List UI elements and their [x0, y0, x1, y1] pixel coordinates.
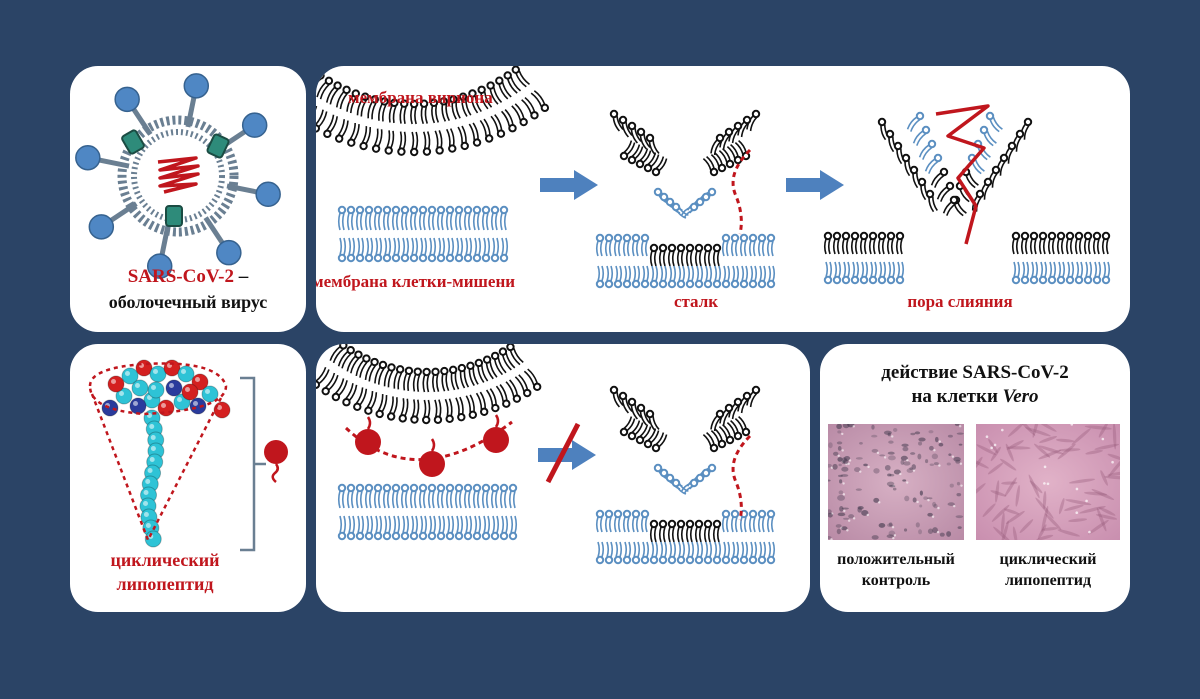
bound-lipopeptides: [355, 414, 509, 477]
virus-envelope: [117, 115, 239, 237]
fusion-diagram: [316, 66, 1111, 289]
fusion-peptide-line: [935, 104, 990, 245]
caption-treated-line2: липопептид: [1004, 572, 1092, 589]
membrane-proteins: [121, 129, 230, 227]
fusion-membranes: [316, 66, 1111, 289]
positive-control-photo: [828, 424, 964, 540]
caption-positive-line1: положительный: [837, 551, 955, 568]
fusion-panel: мембрана вириона мембрана клетки-мишени …: [316, 66, 1130, 332]
virus-title-dash: –: [234, 266, 249, 287]
grouping-bracket: [240, 376, 256, 552]
lipopeptide-label-line1: циклический: [110, 550, 220, 570]
lipopeptide-illustration: [88, 359, 288, 552]
lipopeptide-panel: циклический липопептид: [70, 344, 306, 612]
healthy-cell-monolayer: [976, 424, 1120, 540]
virus-panel: SARS-CoV-2 – оболочечный вирус: [70, 66, 306, 332]
fusion-pore-label: пора слияния: [907, 292, 1013, 311]
target-membrane-label: мембрана клетки-мишени: [316, 272, 516, 291]
lipopeptide-symbol-head: [264, 440, 288, 464]
vero-title-prefix: на клетки: [911, 386, 1003, 407]
caption-positive-line2: контроль: [861, 572, 931, 589]
virus-subtitle: оболочечный вирус: [108, 292, 268, 312]
damaged-cells: [828, 424, 964, 540]
lipopeptide-treated-photo: [976, 424, 1120, 540]
vero-title-cellname: Vero: [1002, 386, 1039, 407]
vero-title-line2: на клетки Vero: [820, 386, 1130, 409]
lipopeptide-label-line2: липопептид: [116, 574, 214, 594]
lipopeptide-symbol-tail: [271, 463, 279, 483]
molecule-model: [101, 359, 231, 548]
cone-outline: [88, 362, 228, 544]
fusion-arrow-1: [540, 170, 598, 200]
blocked-fusion-diagram: [316, 344, 776, 565]
fusion-arrow-2: [786, 170, 844, 200]
blocked-stalk-line: [731, 434, 752, 521]
caption-treated-line1: циклический: [999, 551, 1097, 568]
vero-title-line1: действие SARS-CoV-2: [881, 362, 1069, 383]
virus-spikes: [75, 73, 281, 279]
blocked-membranes: [316, 344, 776, 565]
blocked-fusion-panel: [316, 344, 810, 612]
vero-panel: действие SARS-CoV-2 на клетки Vero полож…: [820, 344, 1130, 612]
virus-name: SARS-CoV-2: [127, 266, 234, 287]
virion-membrane-label: мембрана вириона: [348, 88, 493, 107]
viral-rna: [157, 156, 200, 194]
virus-envelope-inner: [131, 129, 225, 223]
blocked-arrow: [538, 422, 596, 484]
virus-illustration: [75, 73, 281, 279]
stalk-label: сталк: [673, 292, 719, 311]
virus-title: SARS-CoV-2 –: [70, 266, 306, 289]
